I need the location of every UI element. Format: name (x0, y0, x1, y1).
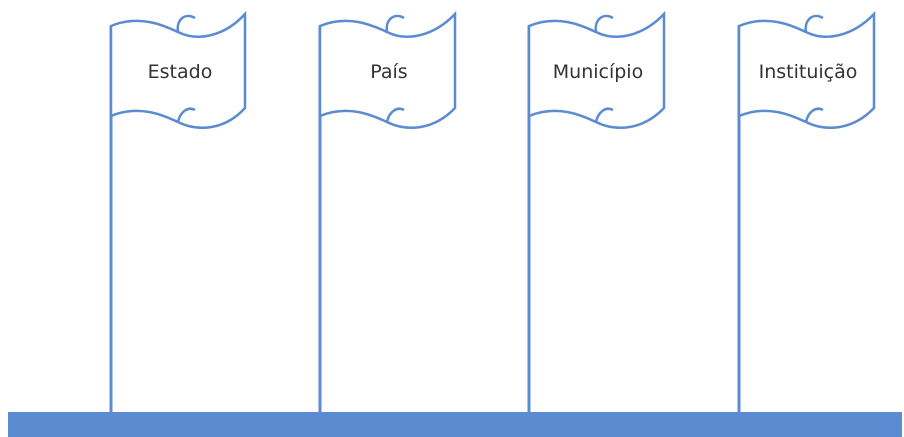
flag-instituicao: Instituição (737, 10, 876, 416)
ground-bar (8, 412, 902, 437)
flag-pais: País (318, 10, 457, 416)
flag-fold (385, 14, 405, 123)
flag-banner (318, 10, 457, 129)
flag-banner (737, 10, 876, 129)
flag-municipio: Município (527, 10, 666, 416)
flag-fold (804, 14, 824, 123)
flag-label: Instituição (759, 61, 858, 83)
flag-fold (594, 14, 614, 123)
flag-banner (109, 10, 247, 129)
flag-label: País (370, 61, 407, 83)
flag-label: Estado (148, 61, 213, 83)
flag-fold (176, 14, 196, 123)
flag-estado: Estado (109, 10, 247, 416)
flag-banner (527, 10, 666, 129)
flag-label: Município (553, 61, 643, 83)
